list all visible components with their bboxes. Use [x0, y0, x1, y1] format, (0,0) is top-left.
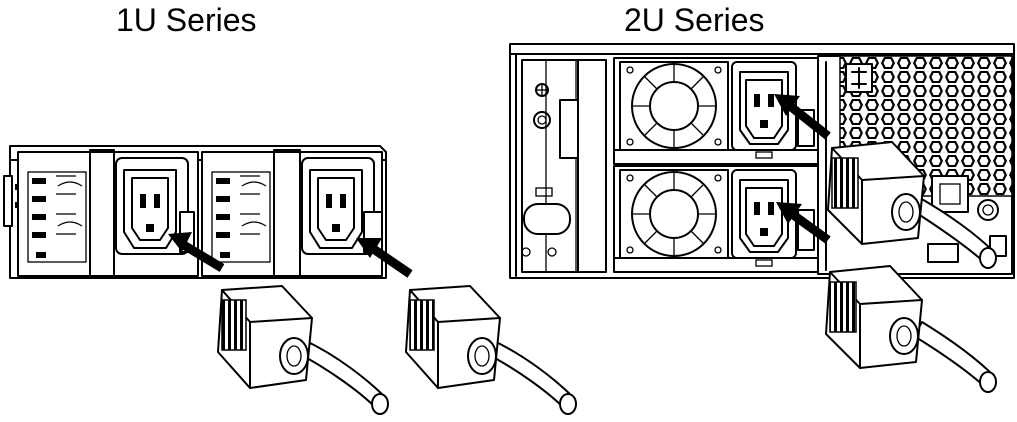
title-1u-series: 1U Series [116, 2, 257, 38]
insert-arrow-icon [168, 232, 225, 272]
insert-arrow-icon [776, 202, 831, 244]
power-cord-plug-icon [827, 141, 997, 269]
iec-c14-inlet-icon [301, 157, 375, 255]
psu-2u-bottom [613, 165, 819, 273]
cooling-fan-icon [619, 169, 729, 259]
insert-arrow-icon [356, 238, 413, 278]
power-cord-plug-icon [405, 285, 577, 415]
fan-grille-left-2 [211, 171, 271, 263]
title-2u-series: 2U Series [624, 2, 765, 38]
iec-c14-inlet-icon [115, 157, 189, 255]
psu-2u-top [613, 57, 819, 165]
psu-1u-1 [17, 149, 199, 279]
insert-arrow-icon [774, 94, 831, 140]
power-cord-plug-icon [217, 285, 389, 415]
iec-c14-inlet-icon [731, 61, 797, 151]
cooling-fan-icon [619, 61, 729, 151]
psu-1u-2 [201, 149, 383, 279]
power-cord-plug-icon [825, 265, 997, 393]
fan-grille-left-1 [27, 171, 87, 263]
